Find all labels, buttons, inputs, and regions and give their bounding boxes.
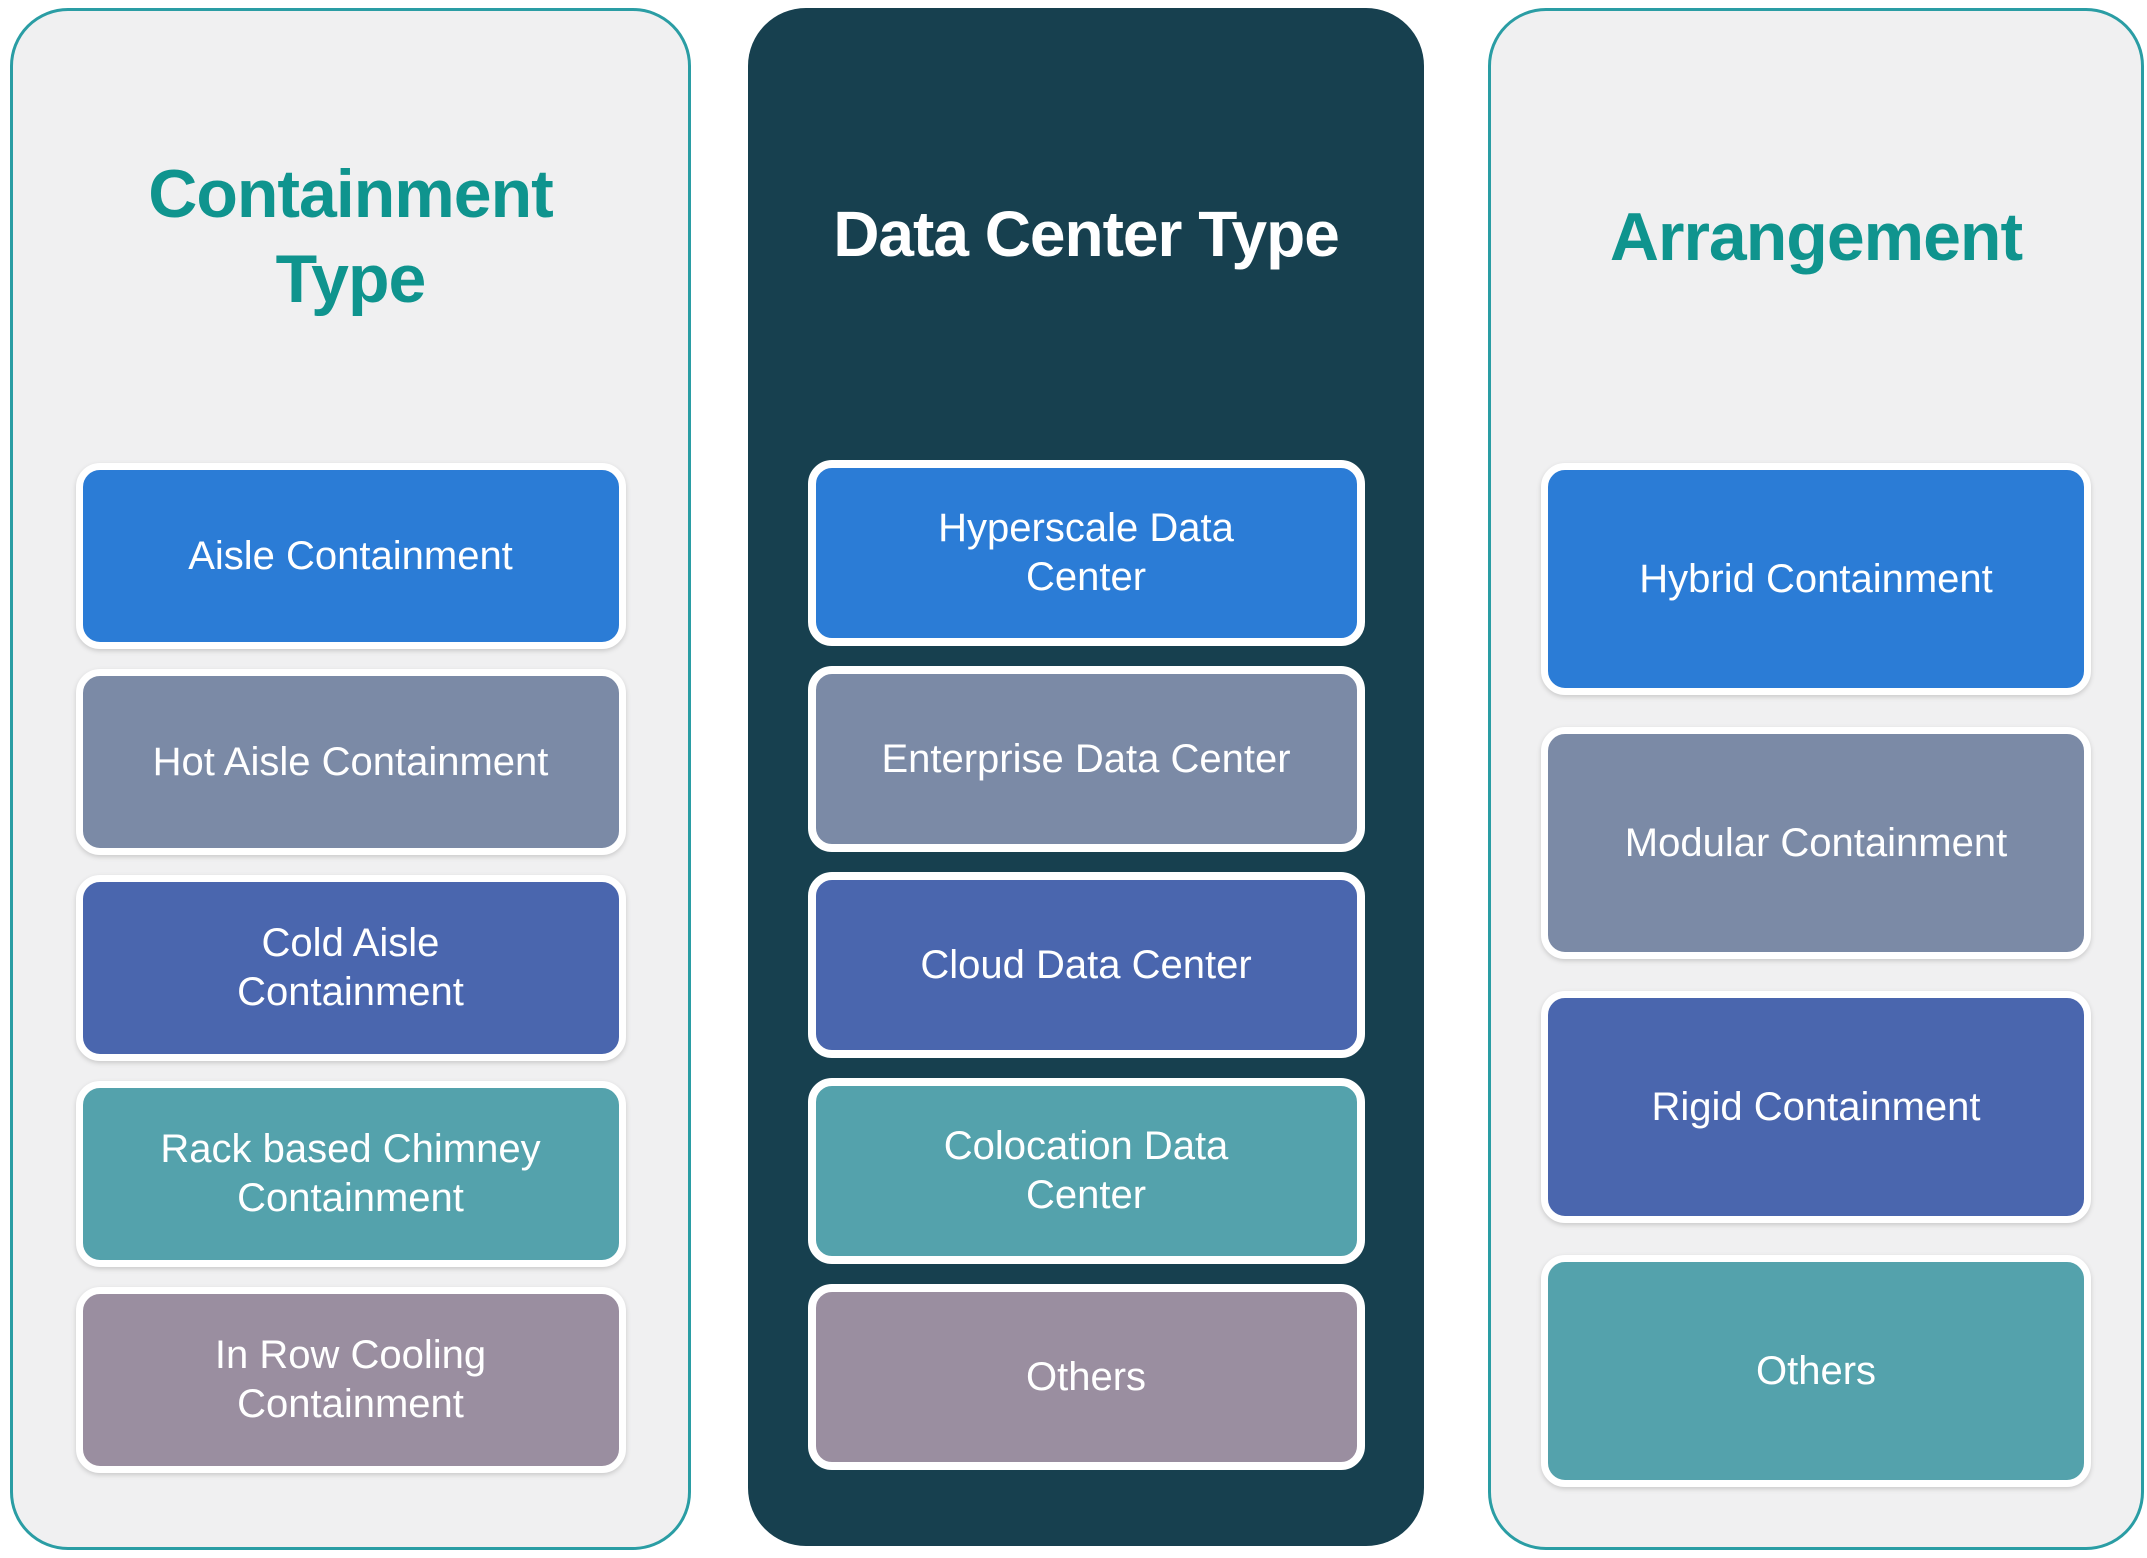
category-box-others-arrangement: Others (1541, 1255, 2091, 1487)
category-box-hot-aisle-containment: Hot Aisle Containment (75, 669, 626, 855)
category-box-hyperscale-data-center: Hyperscale Data Center (807, 460, 1365, 646)
panel-inner: Containment Type Aisle Containment Hot A… (13, 11, 688, 1547)
category-box-others-data-center: Others (807, 1284, 1365, 1470)
panel-inner: Arrangement Hybrid Containment Modular C… (1491, 11, 2141, 1547)
category-box-rigid-containment: Rigid Containment (1541, 991, 2091, 1223)
category-box-list: Aisle Containment Hot Aisle Containment … (13, 463, 688, 1473)
category-box-rack-based-chimney-containment: Rack based Chimney Containment (75, 1081, 626, 1267)
panel-data-center-type: Data Center Type Hyperscale Data Center … (748, 8, 1424, 1546)
category-box-cold-aisle-containment: Cold Aisle Containment (75, 875, 626, 1061)
category-box-hybrid-containment: Hybrid Containment (1541, 463, 2091, 695)
column-title-data-center-type: Data Center Type (833, 198, 1340, 270)
category-box-modular-containment: Modular Containment (1541, 727, 2091, 959)
column-title-arrangement: Arrangement (1609, 198, 2023, 275)
panel-inner: Data Center Type Hyperscale Data Center … (748, 8, 1424, 1546)
category-box-aisle-containment: Aisle Containment (75, 463, 626, 649)
category-box-colocation-data-center: Colocation Data Center (807, 1078, 1365, 1264)
category-box-enterprise-data-center: Enterprise Data Center (807, 666, 1365, 852)
panel-containment-type: Containment Type Aisle Containment Hot A… (10, 8, 691, 1550)
panel-arrangement: Arrangement Hybrid Containment Modular C… (1488, 8, 2144, 1550)
category-box-list: Hybrid Containment Modular Containment R… (1491, 463, 2141, 1487)
column-title-containment-type: Containment Type (148, 156, 554, 317)
category-box-cloud-data-center: Cloud Data Center (807, 872, 1365, 1058)
category-box-list: Hyperscale Data Center Enterprise Data C… (748, 460, 1424, 1470)
category-box-in-row-cooling-containment: In Row Cooling Containment (75, 1287, 626, 1473)
